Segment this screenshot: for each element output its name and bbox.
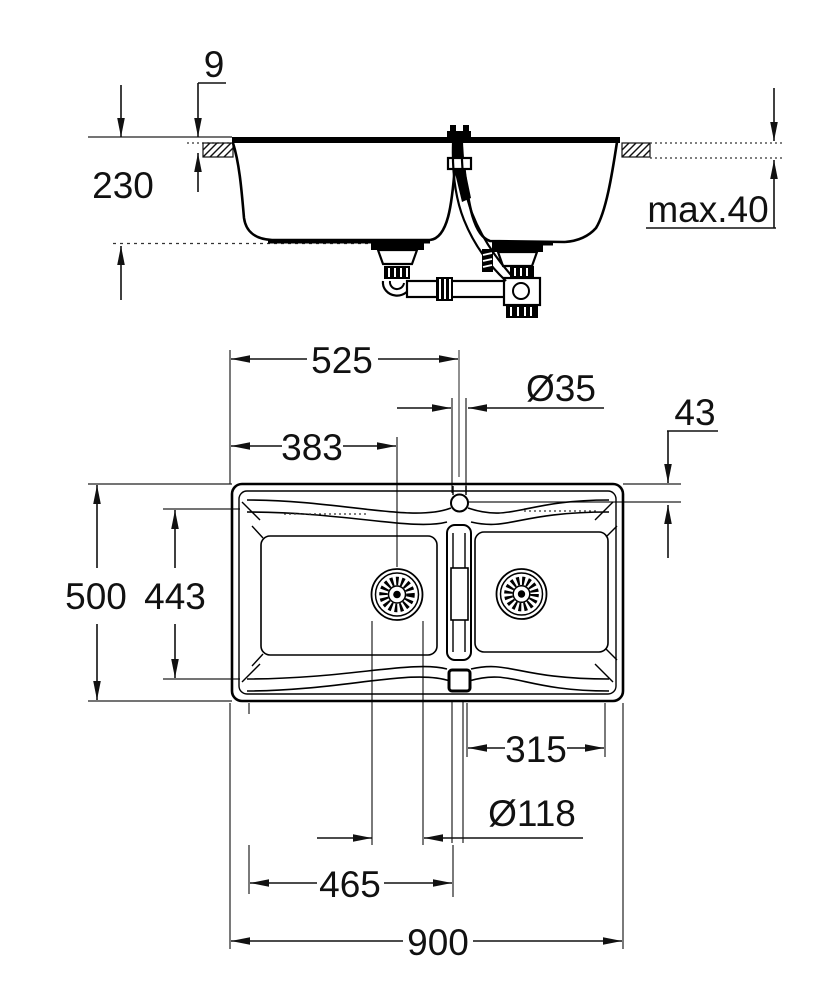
overflow-outlet — [447, 668, 472, 693]
faucet-mount-tab-left — [450, 125, 456, 131]
dim-inner-depth: 443 — [144, 510, 206, 678]
left-strainer-flange — [371, 242, 424, 250]
right-drain-plan — [495, 568, 548, 620]
countertop-hatch-left — [202, 142, 234, 158]
right-strainer-cup — [496, 250, 539, 268]
dim-label-left-bowl-width: 465 — [319, 864, 381, 905]
dim-faucet-hole-dia: Ø35 — [397, 368, 604, 412]
dim-label-overall-width: 900 — [407, 922, 469, 963]
right-bowl-floor — [474, 531, 609, 653]
dim-label-rim-height: 9 — [204, 44, 225, 85]
dim-faucet-offset-x: 525 — [231, 340, 458, 381]
dim-label-drain-offset-x: 383 — [281, 427, 343, 468]
dim-drain-dia: Ø118 — [317, 793, 583, 842]
dim-counter-thickness: max.40 — [646, 88, 778, 230]
dim-label-faucet-offset-y: 43 — [674, 392, 715, 433]
sink-rim — [232, 137, 620, 143]
dim-left-bowl-width: 465 — [250, 864, 452, 905]
countertop-hatch-right — [621, 142, 651, 158]
waste-pipe-tube — [405, 279, 511, 299]
dim-overall-width: 900 — [231, 922, 622, 963]
left-coupling — [384, 266, 410, 279]
left-drain-assembly — [371, 242, 424, 297]
right-bowl-wall — [564, 141, 619, 244]
divider-wall-left — [429, 164, 457, 242]
left-bowl-floor — [260, 535, 438, 656]
cleanout-cap — [512, 282, 530, 300]
waste-pipe — [405, 277, 511, 301]
left-bowl-wall — [231, 142, 430, 242]
tee-fitting — [502, 276, 542, 307]
section-view: 9 230 max.40 — [88, 44, 783, 318]
left-strainer-cup — [376, 248, 419, 266]
faucet-hole — [450, 493, 469, 513]
sink-section-body — [231, 125, 620, 246]
dim-label-faucet-hole-dia: Ø35 — [526, 368, 596, 409]
dim-drain-offset-x: 383 — [231, 427, 396, 468]
dim-right-bowl-width: 315 — [468, 729, 604, 770]
dim-label-overall-depth: 500 — [65, 576, 127, 617]
hose-fitting — [446, 156, 473, 171]
dim-label-bowl-depth: 230 — [92, 165, 154, 206]
dim-label-counter-thickness: max.40 — [647, 189, 768, 230]
dim-rim-height: 9 — [194, 44, 226, 192]
faucet-hoses — [446, 142, 512, 282]
dim-label-right-bowl-width: 315 — [505, 729, 567, 770]
dim-label-inner-depth: 443 — [144, 576, 206, 617]
center-divider — [446, 524, 472, 661]
dim-label-drain-dia: Ø118 — [488, 793, 576, 834]
sink-plan-body — [230, 482, 625, 703]
left-drain-plan — [370, 568, 424, 621]
sink-outer-rim — [230, 482, 625, 703]
dim-faucet-offset-y: 43 — [664, 392, 718, 558]
extension-lines — [88, 350, 681, 949]
plan-view: 525 Ø35 43 383 500 — [65, 340, 718, 963]
dim-label-faucet-offset-x: 525 — [311, 340, 373, 381]
hose-right — [460, 142, 512, 276]
trap-elbow-inner — [388, 280, 405, 291]
dim-bowl-depth: 230 — [92, 85, 154, 300]
faucet-mount-base — [447, 131, 471, 137]
dim-overall-depth: 500 — [65, 485, 127, 700]
right-strainer-flange — [492, 244, 543, 252]
right-drain-assembly — [492, 244, 543, 318]
faucet-mount-tab-right — [463, 125, 469, 131]
sink-inner-rim — [238, 490, 617, 695]
